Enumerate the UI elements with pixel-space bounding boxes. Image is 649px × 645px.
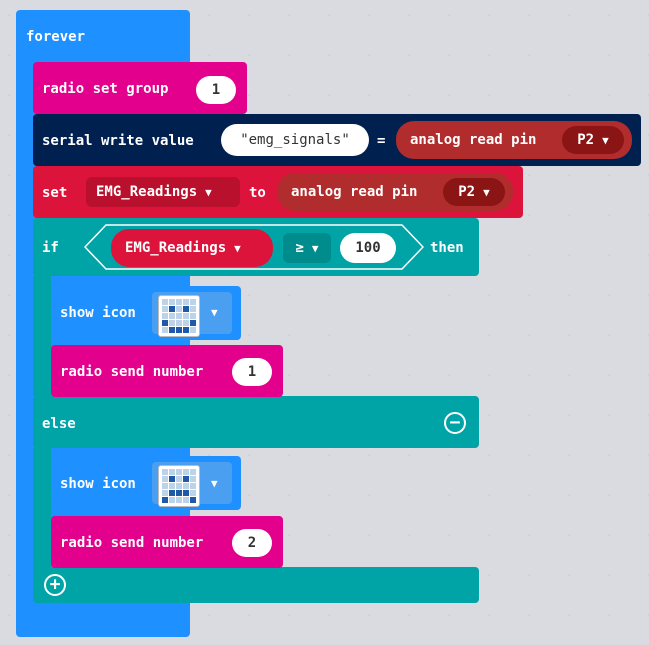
led-cell [190,327,196,333]
led-cell [176,483,182,489]
compare-value-field[interactable]: 100 [340,233,396,263]
led-cell [190,483,196,489]
compare-variable-caret-icon: ▼ [234,241,241,255]
set-pin-caret-icon: ▼ [483,185,490,199]
set-pin-dropdown[interactable]: P2 ▼ [443,178,505,206]
led-cell [190,490,196,496]
led-cell [176,327,182,333]
led-cell [176,299,182,305]
led-cell [162,313,168,319]
led-cell [169,476,175,482]
led-cell [162,476,168,482]
led-cell [183,483,189,489]
serial-analog-read-label: analog read pin [410,132,537,148]
led-cell [169,320,175,326]
operator-value: ≥ [295,240,304,256]
else-label: else [42,416,76,432]
led-cell [183,299,189,305]
led-cell [176,490,182,496]
led-cell [190,299,196,305]
led-cell [176,497,182,503]
led-cell [176,313,182,319]
compare-variable-pill[interactable]: EMG_Readings ▼ [111,229,273,267]
show-icon-label-2: show icon [60,476,136,492]
serial-name-field[interactable]: "emg_signals" [221,124,369,156]
radio-send-label-1: radio send number [60,364,204,380]
led-cell [169,299,175,305]
else-block-spine [33,448,51,568]
led-icon-preview-1 [158,295,200,337]
set-pin-value: P2 [458,184,476,200]
if-block-spine [33,276,51,396]
led-cell [169,327,175,333]
led-cell [169,497,175,503]
set-variable-caret-icon: ▼ [205,185,212,199]
icon-dropdown-caret-icon-1: ▼ [211,306,218,319]
serial-write-label: serial write value [42,133,194,149]
led-cell [169,483,175,489]
led-cell [183,306,189,312]
led-cell [162,306,168,312]
led-cell [183,469,189,475]
led-cell [176,469,182,475]
led-cell [176,476,182,482]
led-cell [169,306,175,312]
led-cell [190,313,196,319]
led-cell [183,320,189,326]
serial-pin-dropdown[interactable]: P2 ▼ [562,126,624,154]
led-cell [162,327,168,333]
compare-variable-name: EMG_Readings [125,240,227,256]
radio-send-label-2: radio send number [60,535,204,551]
led-cell [183,327,189,333]
set-label: set [42,185,68,201]
add-else-if-icon[interactable]: + [44,574,66,596]
led-cell [162,490,168,496]
set-variable-dropdown[interactable]: EMG_Readings ▼ [86,177,240,207]
else-row[interactable] [33,396,479,448]
if-label: if [42,240,59,256]
led-cell [162,469,168,475]
set-variable-name: EMG_Readings [96,184,198,200]
led-cell [162,497,168,503]
led-cell [190,469,196,475]
led-cell [162,299,168,305]
led-cell [183,313,189,319]
set-to-label: to [249,185,266,201]
led-cell [169,490,175,496]
led-cell [190,320,196,326]
remove-else-icon[interactable]: − [444,412,466,434]
led-cell [183,476,189,482]
led-icon-preview-2 [158,465,200,507]
operator-caret-icon: ▼ [311,241,319,255]
operator-dropdown[interactable]: ≥ ▼ [283,233,331,263]
forever-label: forever [26,29,86,45]
led-cell [190,497,196,503]
led-cell [190,476,196,482]
show-icon-label-1: show icon [60,305,136,321]
set-analog-read-label: analog read pin [291,184,418,200]
led-cell [162,483,168,489]
radio-set-group-label: radio set group [42,81,169,97]
then-label: then [430,240,464,256]
led-cell [183,497,189,503]
radio-send-value-field-1[interactable]: 1 [232,358,272,386]
led-cell [162,320,168,326]
led-cell [183,490,189,496]
serial-equals-label: = [377,133,386,149]
led-cell [190,306,196,312]
serial-pin-caret-icon: ▼ [602,133,609,147]
serial-pin-value: P2 [577,132,595,148]
icon-dropdown-caret-icon-2: ▼ [211,477,218,490]
led-cell [176,320,182,326]
led-cell [169,313,175,319]
radio-group-value-field[interactable]: 1 [196,76,236,104]
led-cell [169,469,175,475]
led-cell [176,306,182,312]
if-block-footer [33,567,479,603]
radio-send-value-field-2[interactable]: 2 [232,529,272,557]
